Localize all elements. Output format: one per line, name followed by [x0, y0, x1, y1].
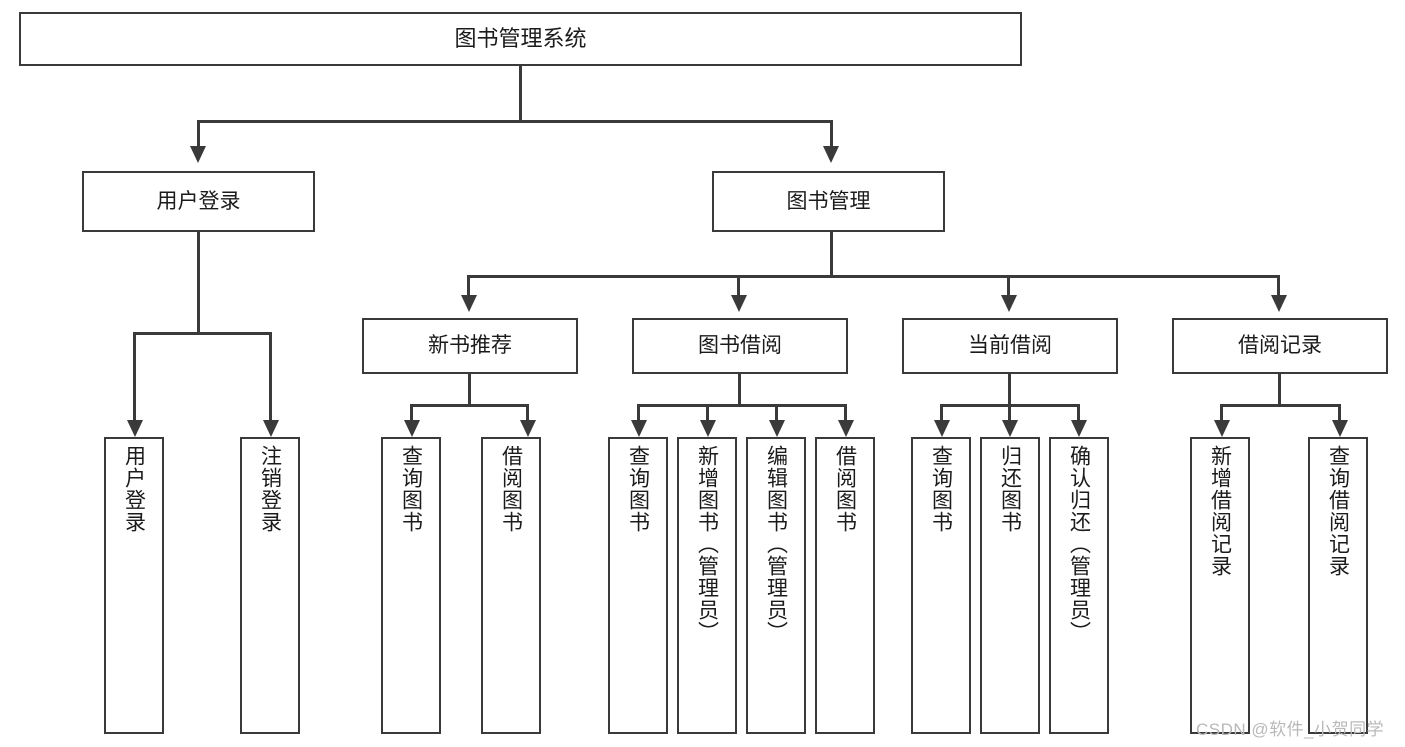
connector-book-borrow-drop-4 — [844, 404, 847, 420]
connector-user-login-bus — [133, 332, 269, 335]
node-label: 用户登录 — [156, 189, 241, 213]
connector-current-borrow-stem — [1008, 374, 1011, 406]
arrow-to-leaf-query-record — [1332, 420, 1348, 437]
connector-to-current-borrow — [1007, 275, 1010, 295]
connector-root-to-book-manage — [830, 120, 833, 146]
arrow-root-to-user-login — [190, 146, 206, 163]
node-label: 借阅记录 — [1238, 334, 1322, 358]
arrow-to-leaf-add-record — [1214, 420, 1230, 437]
node-book-borrow[interactable]: 图书借阅 — [632, 318, 848, 374]
arrow-to-leaf-query-book-3 — [934, 420, 950, 437]
node-label: 图书借阅 — [698, 334, 782, 358]
node-label: 图书管理系统 — [454, 25, 587, 51]
node-user-login[interactable]: 用户登录 — [82, 171, 315, 232]
node-label: 归还图书 — [998, 445, 1022, 533]
arrow-to-leaf-user-login — [127, 420, 143, 437]
node-label: 图书管理 — [786, 189, 871, 213]
connector-to-book-borrow — [737, 275, 740, 295]
node-label: 借阅图书 — [499, 445, 523, 533]
arrow-to-leaf-query-book-2 — [631, 420, 647, 437]
node-current-borrow[interactable]: 当前借阅 — [902, 318, 1118, 374]
node-label: 编辑图书（管理员） — [764, 445, 788, 643]
node-leaf-user-login[interactable]: 用户登录 — [104, 437, 164, 734]
node-leaf-return-book[interactable]: 归还图书 — [980, 437, 1040, 734]
csdn-watermark: CSDN @软件_小贺同学 — [1196, 720, 1385, 739]
connector-book-manage-bus — [467, 275, 1279, 278]
connector-current-borrow-drop-1 — [940, 404, 943, 420]
connector-current-borrow-drop-2 — [1008, 404, 1011, 420]
node-leaf-borrow-book-1[interactable]: 借阅图书 — [481, 437, 541, 734]
connector-root-stem — [519, 66, 522, 122]
arrow-to-leaf-logout-login — [263, 420, 279, 437]
arrow-to-leaf-return-book — [1002, 420, 1018, 437]
node-label: 查询图书 — [626, 445, 650, 533]
connector-root-bus — [197, 120, 833, 123]
node-root-book-management-system[interactable]: 图书管理系统 — [19, 12, 1022, 66]
node-label: 新增图书（管理员） — [695, 445, 719, 643]
connector-book-borrow-stem — [738, 374, 741, 406]
arrow-to-leaf-confirm-return — [1071, 420, 1087, 437]
node-label: 确认归还（管理员） — [1067, 445, 1091, 643]
connector-borrow-record-drop-1 — [1220, 404, 1223, 420]
node-label: 用户登录 — [122, 445, 146, 533]
connector-book-borrow-drop-2 — [706, 404, 709, 420]
node-label: 借阅图书 — [833, 445, 857, 533]
node-label: 查询借阅记录 — [1326, 445, 1350, 577]
connector-user-login-drop-2 — [269, 332, 272, 420]
arrow-to-leaf-edit-book — [769, 420, 785, 437]
connector-book-manage-stem — [830, 232, 833, 278]
node-label: 新增借阅记录 — [1208, 445, 1232, 577]
node-leaf-confirm-return[interactable]: 确认归还（管理员） — [1049, 437, 1109, 734]
node-leaf-add-record[interactable]: 新增借阅记录 — [1190, 437, 1250, 734]
node-leaf-query-book-2[interactable]: 查询图书 — [608, 437, 668, 734]
connector-to-new-book-recommend — [467, 275, 470, 295]
connector-user-login-drop-1 — [133, 332, 136, 420]
arrow-root-to-book-manage — [823, 146, 839, 163]
node-label: 当前借阅 — [968, 334, 1052, 358]
connector-new-book-drop-1 — [410, 404, 413, 420]
node-leaf-query-book-3[interactable]: 查询图书 — [911, 437, 971, 734]
arrow-to-current-borrow — [1001, 295, 1017, 312]
node-leaf-query-record[interactable]: 查询借阅记录 — [1308, 437, 1368, 734]
connector-borrow-record-bus — [1220, 404, 1338, 407]
node-label: 查询图书 — [399, 445, 423, 533]
connector-book-borrow-bus — [637, 404, 845, 407]
connector-new-book-drop-2 — [526, 404, 529, 420]
arrow-to-leaf-borrow-book-2 — [838, 420, 854, 437]
node-label: 新书推荐 — [428, 334, 512, 358]
connector-to-borrow-record — [1277, 275, 1280, 295]
node-leaf-edit-book[interactable]: 编辑图书（管理员） — [746, 437, 806, 734]
connector-book-borrow-drop-3 — [775, 404, 778, 420]
node-leaf-query-book-1[interactable]: 查询图书 — [381, 437, 441, 734]
node-new-book-recommend[interactable]: 新书推荐 — [362, 318, 578, 374]
node-label: 查询图书 — [929, 445, 953, 533]
connector-user-login-stem — [197, 232, 200, 335]
node-book-manage[interactable]: 图书管理 — [712, 171, 945, 232]
node-leaf-borrow-book-2[interactable]: 借阅图书 — [815, 437, 875, 734]
node-leaf-logout-login[interactable]: 注销登录 — [240, 437, 300, 734]
arrow-to-book-borrow — [731, 295, 747, 312]
connector-borrow-record-drop-2 — [1338, 404, 1341, 420]
node-borrow-record[interactable]: 借阅记录 — [1172, 318, 1388, 374]
node-label: 注销登录 — [258, 445, 282, 533]
arrow-to-new-book-recommend — [461, 295, 477, 312]
connector-new-book-stem — [468, 374, 471, 406]
connector-borrow-record-stem — [1278, 374, 1281, 406]
arrow-to-borrow-record — [1271, 295, 1287, 312]
arrow-to-leaf-borrow-book-1 — [520, 420, 536, 437]
connector-root-to-user-login — [197, 120, 200, 146]
connector-new-book-bus — [410, 404, 526, 407]
connector-current-borrow-drop-3 — [1077, 404, 1080, 420]
connector-book-borrow-drop-1 — [637, 404, 640, 420]
arrow-to-leaf-query-book-1 — [404, 420, 420, 437]
arrow-to-leaf-add-book — [700, 420, 716, 437]
node-leaf-add-book[interactable]: 新增图书（管理员） — [677, 437, 737, 734]
